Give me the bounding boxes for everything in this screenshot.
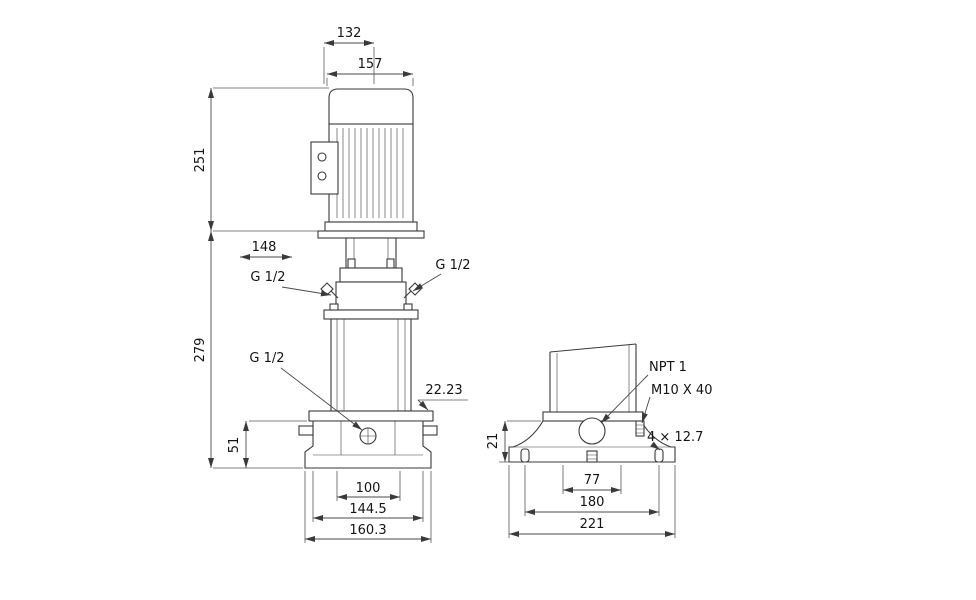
m10-stud xyxy=(635,420,645,437)
chamber-stack xyxy=(323,303,419,412)
leader-port-center xyxy=(280,367,363,431)
head-bolt-left xyxy=(347,258,356,269)
base-inner-edges xyxy=(340,421,396,455)
head-block xyxy=(335,281,407,311)
clamp-bolt-left xyxy=(298,425,314,436)
base-side-view xyxy=(508,343,676,463)
dim-label-251: 251 xyxy=(193,148,208,173)
foot-slot-right xyxy=(654,448,664,463)
dim-label-144-5: 144.5 xyxy=(349,502,386,517)
dim-label-279: 279 xyxy=(193,338,208,363)
dim-label-160-3: 160.3 xyxy=(349,523,386,538)
dim-label-77: 77 xyxy=(584,473,601,488)
dim-label-100: 100 xyxy=(356,481,381,496)
pipe-column xyxy=(549,343,637,412)
port-plug-left xyxy=(320,282,334,296)
leader-port-right xyxy=(412,273,442,292)
npt-port-hole xyxy=(578,417,606,445)
pipe-inner-walls xyxy=(556,345,630,412)
center-stud-threads xyxy=(587,454,597,460)
extension-lines-base-bottom xyxy=(508,465,676,538)
coupling-flange xyxy=(317,230,425,239)
foot-slot-left xyxy=(520,448,530,463)
port-plug-right-stem xyxy=(403,290,412,299)
port-plug-left-stem xyxy=(330,290,339,299)
pump-head xyxy=(320,237,422,311)
cable-gland-top xyxy=(317,152,327,162)
drain-port-crosshair xyxy=(360,428,376,444)
port-label-right: G 1/2 xyxy=(435,258,470,273)
clamp-bolt-right xyxy=(422,425,438,436)
leader-holes xyxy=(650,441,661,451)
dim-label-51: 51 xyxy=(227,437,242,454)
top-chamber-plate xyxy=(323,309,419,320)
front-view xyxy=(298,88,438,469)
motor-body xyxy=(328,123,414,223)
head-plate xyxy=(339,267,403,283)
port-label-left: G 1/2 xyxy=(250,270,285,285)
leader-npt xyxy=(600,374,649,424)
terminal-box xyxy=(310,141,339,195)
base-side-dimensions: 21 NPT 1 M10 X 40 4 × 12.7 77 180 221 xyxy=(486,360,712,538)
extension-lines-top xyxy=(323,47,414,86)
dim-label-157: 157 xyxy=(358,57,383,72)
motor xyxy=(310,88,425,239)
motor-fan-cover xyxy=(328,88,414,125)
tie-rod-nut-right xyxy=(403,303,413,311)
base-top-plate xyxy=(308,410,434,422)
extension-lines-left xyxy=(213,87,329,469)
front-view-dimensions: 132 157 251 148 G 1/2 G 1/2 279 G 1/2 22… xyxy=(193,26,471,543)
pump-base xyxy=(298,410,438,469)
port-label-center: G 1/2 xyxy=(249,351,284,366)
leader-port-left xyxy=(281,286,332,297)
motor-flange xyxy=(324,221,418,232)
m10-stud-threads xyxy=(636,424,644,434)
dim-label-180: 180 xyxy=(580,495,605,510)
extension-lines-bottom xyxy=(304,471,432,543)
center-stud xyxy=(586,450,598,463)
dim-label-22-23: 22.23 xyxy=(425,383,462,398)
dim-label-21: 21 xyxy=(486,433,501,450)
tie-rod-nut-left xyxy=(329,303,339,311)
extension-lines-21 xyxy=(499,420,541,463)
dim-label-148: 148 xyxy=(252,240,277,255)
head-bolt-right xyxy=(386,258,395,269)
chamber-cylinder xyxy=(330,318,412,412)
leader-m10 xyxy=(641,396,651,424)
tie-rods xyxy=(336,319,406,411)
leader-22-23 xyxy=(417,399,429,411)
cable-gland-bottom xyxy=(317,171,327,181)
holes-label: 4 × 12.7 xyxy=(647,430,703,445)
dim-label-132: 132 xyxy=(337,26,362,41)
dim-label-221: 221 xyxy=(580,517,605,532)
npt-label: NPT 1 xyxy=(649,360,687,375)
port-plug-right xyxy=(408,282,422,296)
m10-label: M10 X 40 xyxy=(651,383,712,398)
